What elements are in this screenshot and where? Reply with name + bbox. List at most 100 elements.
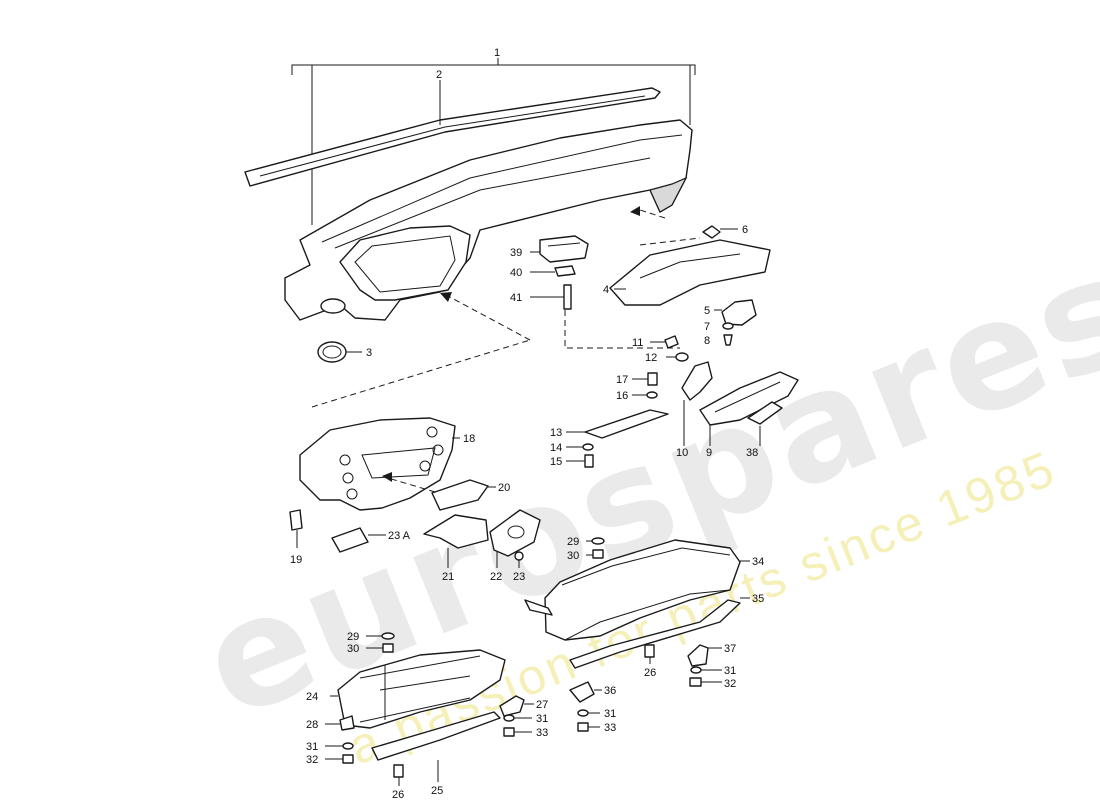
- callout-11: 11: [632, 337, 643, 349]
- emblem-38: [747, 401, 783, 446]
- dashboard-assembly-bracket: [291, 58, 696, 225]
- callout-34: 34: [752, 556, 764, 568]
- clip-28: [325, 715, 355, 731]
- plug-19: [289, 509, 303, 548]
- callout-32-right: 32: [724, 678, 736, 690]
- callout-33-right: 33: [604, 722, 616, 734]
- callout-16: 16: [616, 390, 628, 402]
- callout-31-d: 31: [724, 665, 736, 677]
- washer-31-left2: [503, 714, 532, 722]
- nut-32-left: [325, 754, 354, 764]
- callout-5: 5: [704, 305, 710, 317]
- glovebox-24: [330, 649, 506, 729]
- callout-24: 24: [306, 691, 318, 703]
- callout-31-c: 31: [604, 708, 616, 720]
- washer-31-right: [690, 666, 722, 674]
- callout-23: 23: [513, 571, 525, 583]
- callout-2: 2: [436, 69, 442, 81]
- hinge-strip-13: [566, 409, 669, 439]
- callout-29-left: 29: [347, 631, 359, 643]
- nut-32-right: [689, 677, 722, 687]
- callout-40: 40: [510, 267, 522, 279]
- washer-31-mid: [577, 709, 600, 717]
- callout-8: 8: [704, 335, 710, 347]
- callout-1: 1: [494, 47, 500, 59]
- glovebox-liner-35: [569, 597, 750, 669]
- switch-39: [530, 235, 589, 263]
- latch-37: [687, 644, 722, 667]
- nut-33-left: [503, 727, 532, 737]
- callout-32-left: 32: [306, 754, 318, 766]
- callout-35: 35: [752, 593, 764, 605]
- washer-14: [566, 443, 594, 451]
- callout-6: 6: [742, 224, 748, 236]
- clip-40: [530, 265, 576, 277]
- callout-10: 10: [676, 447, 688, 459]
- nut-16: [632, 391, 658, 399]
- screw-17: [632, 372, 658, 386]
- bracket-23a: [331, 527, 386, 553]
- callout-23a: 23 A: [388, 530, 411, 542]
- nut-33-right: [577, 722, 600, 732]
- nut-30-left: [366, 643, 394, 653]
- washer-29-left: [366, 632, 395, 640]
- dash-top-trim-strip: [244, 80, 661, 187]
- hinge-10: [681, 361, 713, 446]
- bracket-36: [569, 681, 602, 703]
- callout-9: 9: [706, 447, 712, 459]
- callout-33-left: 33: [536, 727, 548, 739]
- callout-27: 27: [536, 699, 548, 711]
- bracket-21: [423, 514, 489, 568]
- callout-14: 14: [550, 442, 562, 454]
- callout-18: 18: [463, 433, 475, 445]
- nut-23: [514, 551, 524, 568]
- callout-37: 37: [724, 643, 736, 655]
- callout-19: 19: [290, 554, 302, 566]
- callout-29-right: 29: [567, 536, 579, 548]
- screw-11: [650, 335, 679, 349]
- callout-31-a: 31: [306, 741, 318, 753]
- callout-labels: 1 2 3 4 5 6 7 8 9 10 11 12 13 14 15 16 1…: [290, 47, 764, 800]
- callout-17: 17: [616, 374, 628, 386]
- callout-13: 13: [550, 427, 562, 439]
- bulb-41: [530, 284, 572, 310]
- washer-7: [722, 322, 734, 330]
- callout-3: 3: [366, 347, 372, 359]
- callout-39: 39: [510, 247, 522, 259]
- callout-22: 22: [490, 571, 502, 583]
- washer-29-right: [586, 537, 605, 545]
- latch-27: [499, 695, 534, 717]
- callout-12: 12: [645, 352, 657, 364]
- callout-31-b: 31: [536, 713, 548, 725]
- glovebox-34: [524, 539, 750, 641]
- air-vent-bezel: [317, 341, 362, 363]
- callout-26-right: 26: [644, 667, 656, 679]
- callout-28: 28: [306, 719, 318, 731]
- callout-30-left: 30: [347, 643, 359, 655]
- washer-31-left: [325, 742, 354, 750]
- instrument-cluster-housing: [299, 417, 460, 511]
- dashboard-main-panel: [284, 119, 693, 321]
- callout-30-right: 30: [567, 550, 579, 562]
- glovebox-lid-9: [699, 371, 799, 446]
- callout-4: 4: [603, 284, 609, 296]
- callout-21: 21: [442, 571, 454, 583]
- callout-36: 36: [604, 685, 616, 697]
- callout-20: 20: [498, 482, 510, 494]
- glovebox-liner-25: [371, 711, 501, 782]
- washer-12: [666, 352, 689, 362]
- callout-25: 25: [431, 785, 443, 797]
- bumper-26-right: [644, 644, 655, 664]
- callout-26-left: 26: [392, 789, 404, 800]
- dash-support-bracket: [609, 206, 771, 306]
- gasket-plate-22: [489, 509, 541, 568]
- callout-15: 15: [550, 456, 562, 468]
- callout-41: 41: [510, 292, 522, 304]
- screw-15: [566, 454, 594, 468]
- clip-6: [702, 225, 738, 239]
- callout-38: 38: [746, 447, 758, 459]
- cover-20: [431, 479, 496, 511]
- screw-8: [723, 334, 733, 346]
- bumper-26-left: [393, 764, 404, 786]
